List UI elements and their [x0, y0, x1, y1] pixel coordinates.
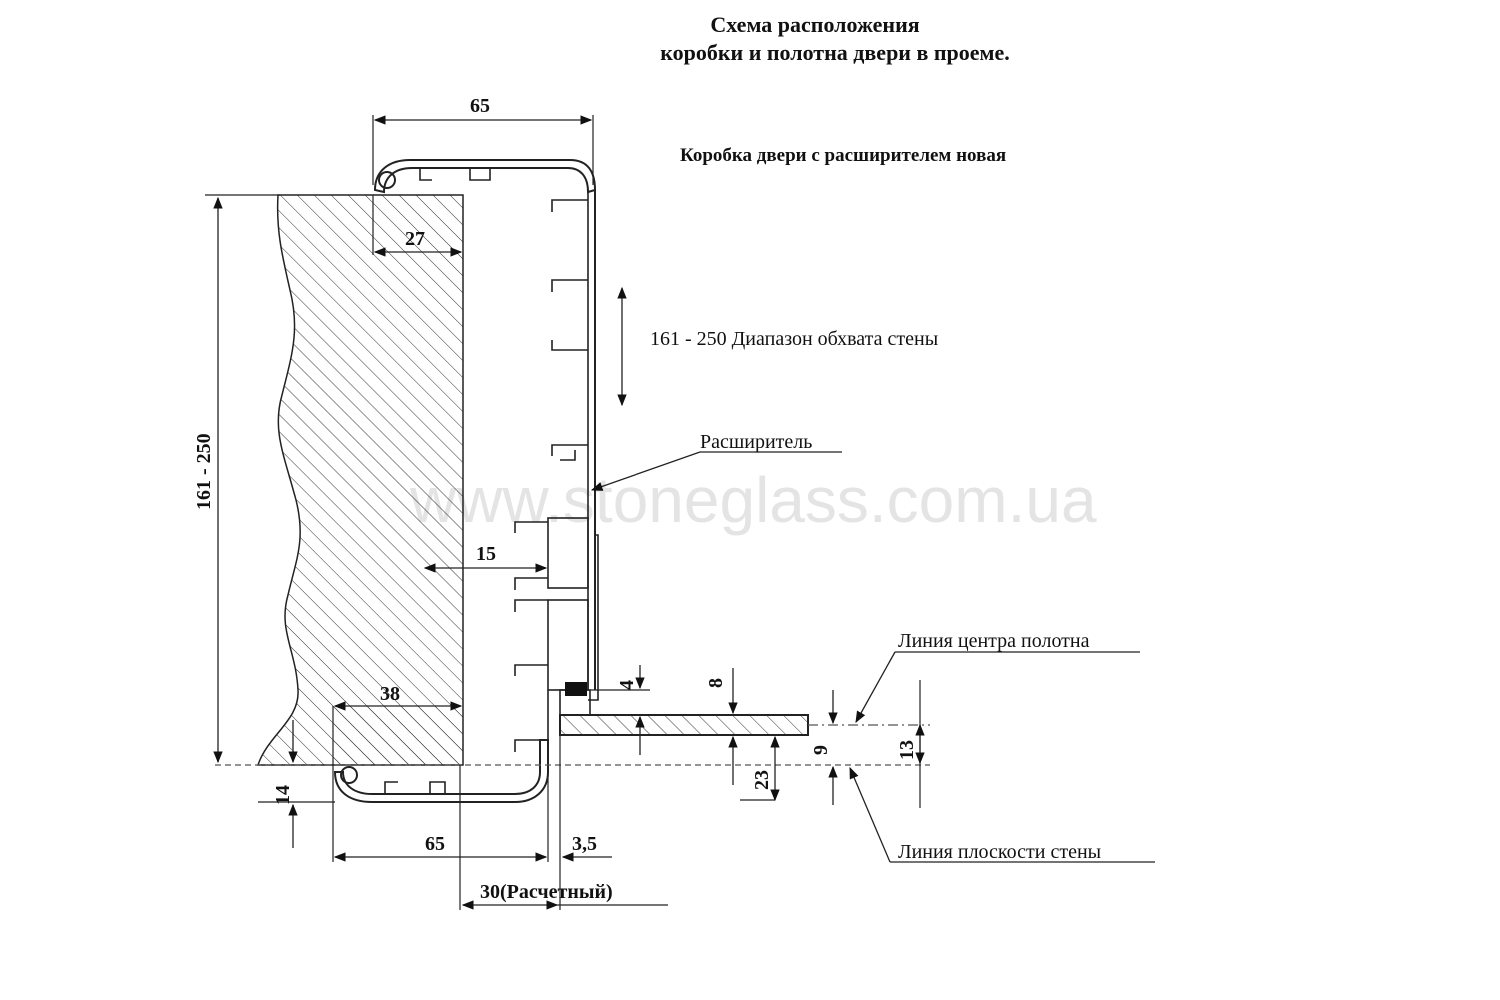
dim-23: 23 [751, 770, 773, 790]
bottom-casing-profile [333, 739, 549, 803]
wall-section [256, 194, 464, 766]
range-label: 161 - 250 Диапазон обхвата стены [650, 328, 938, 350]
dim-4: 4 [616, 680, 638, 690]
wall-plane-label: Линия плоскости стены [898, 841, 1101, 863]
dim-8: 8 [705, 678, 727, 688]
watermark-text: www.stoneglass.com.ua [409, 464, 1097, 536]
dim-9: 9 [810, 745, 832, 755]
center-line-label: Линия центра полотна [898, 630, 1090, 652]
dim-27: 27 [405, 228, 425, 250]
dim-height-range: 161 - 250 [193, 433, 215, 510]
diagram-title-line2: коробки и полотна двери в проеме. [660, 40, 1010, 65]
dim-14: 14 [272, 785, 294, 805]
bottom-seal [340, 766, 358, 784]
top-casing-profile [373, 159, 597, 194]
dim-38: 38 [380, 683, 400, 705]
door-seal-black [565, 682, 587, 696]
dim-15: 15 [476, 543, 496, 565]
dim-3-5: 3,5 [572, 833, 597, 855]
dim-bottom-65: 65 [425, 833, 445, 855]
diagram-title-line1: Схема расположения [710, 12, 920, 37]
dim-top-65: 65 [470, 95, 490, 117]
top-seal [378, 171, 396, 189]
dim-13: 13 [896, 740, 918, 760]
diagram-subtitle: Коробка двери с расширителем новая [680, 145, 1007, 166]
wall-lower-block [333, 706, 463, 765]
dim-30-calc: 30(Расчетный) [480, 881, 613, 903]
frame-teeth [551, 199, 588, 461]
door-leaf [559, 714, 809, 736]
extender-label: Расширитель [700, 431, 812, 453]
